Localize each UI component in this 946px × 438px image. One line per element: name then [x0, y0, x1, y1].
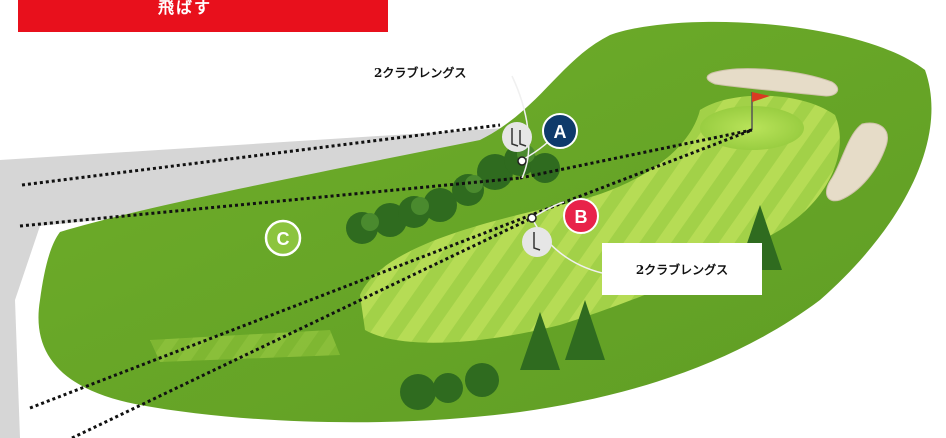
club-icon-a: [502, 122, 532, 152]
club-length-label-right: 2クラブレングス: [635, 262, 729, 277]
marker-c: C: [264, 219, 302, 257]
marker-a: A: [542, 113, 578, 149]
marker-b: B: [563, 198, 599, 234]
header-banner: 飛ばす: [18, 0, 388, 32]
shot-lines: [19, 123, 753, 438]
club-length-label-top: 2クラブレングス: [374, 66, 467, 80]
fairway-stripes-lower: [150, 330, 340, 362]
header-banner-text: 飛ばす: [158, 0, 213, 17]
bunker-right: [825, 122, 888, 202]
tree-line-lower: [400, 205, 782, 410]
bunker-back: [706, 68, 839, 97]
fairway-stripes: [360, 95, 840, 343]
club-length-label-box: 2クラブレングス: [602, 243, 762, 295]
ball-point-a: [517, 156, 527, 166]
out-of-bounds-area: [0, 128, 520, 438]
marker-c-label: C: [277, 229, 290, 249]
club-icon-b: [522, 227, 552, 257]
ball-point-b: [527, 213, 537, 223]
flag-pin: [751, 92, 770, 130]
marker-b-label: B: [575, 207, 588, 227]
marker-a-label: A: [554, 122, 567, 142]
